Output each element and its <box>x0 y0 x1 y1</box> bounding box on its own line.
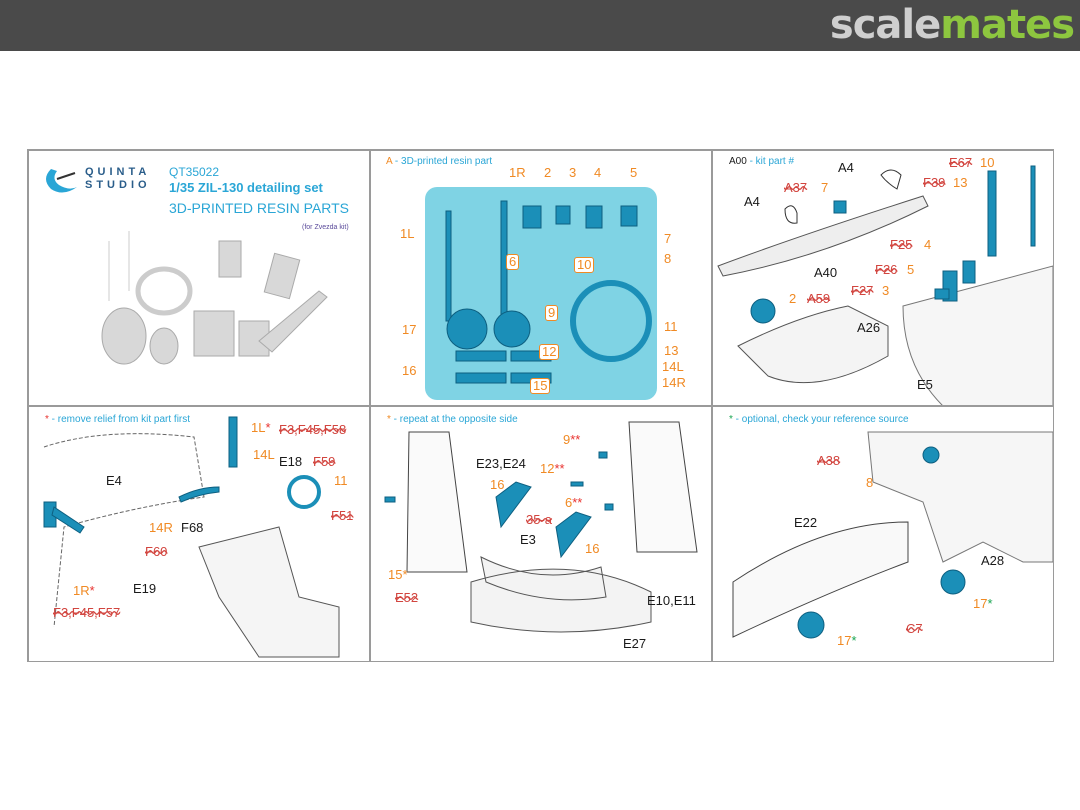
part-label: F39 <box>923 175 946 190</box>
part-label: 13 <box>953 175 968 190</box>
part-label: A37 <box>784 180 808 195</box>
part-label: 10 <box>980 155 995 170</box>
part-label: 14L <box>253 447 275 462</box>
part-label: 9** <box>563 432 581 447</box>
part-label: 9 <box>545 305 559 321</box>
part-label: E10,E11 <box>647 593 696 608</box>
part-label: E27 <box>623 636 647 651</box>
part-label: E23,E24 <box>476 456 526 471</box>
legend-kit-part: A00 - kit part # <box>729 156 795 167</box>
part-label: 3 <box>882 283 890 298</box>
part-label: 2 <box>789 291 797 306</box>
assembly-drawing <box>717 165 1053 405</box>
parts-render-image <box>101 231 328 365</box>
part-label: F3,F45,F58 <box>279 422 347 437</box>
product-name: 1/35 ZIL-130 detailing set <box>169 180 323 195</box>
part-label: 8 <box>866 475 874 490</box>
part-label: F68 <box>181 520 204 535</box>
part-label: 7 <box>821 180 829 195</box>
part-label: 14R <box>662 375 686 390</box>
part-label: A28 <box>981 553 1005 568</box>
part-label: 16 <box>490 477 505 492</box>
part-label: 6 <box>506 254 520 270</box>
part-label: 13 <box>664 343 679 358</box>
part-label: 4 <box>924 237 932 252</box>
part-label: E4 <box>106 473 122 488</box>
part-label: 15 <box>530 378 551 394</box>
part-label: 1R* <box>73 583 95 598</box>
panel-title: QUINTA STUDIO QT35022 1/35 ZIL-130 detai… <box>28 150 370 406</box>
kit-note: (for Zvezda kit) <box>302 224 349 231</box>
part-label: F60 <box>145 544 168 559</box>
scalemates-logo[interactable]: scalemates <box>829 2 1075 48</box>
part-label: 8 <box>664 251 672 266</box>
part-label: 16 <box>585 541 600 556</box>
part-label: 17* <box>837 633 857 648</box>
part-label: F26 <box>875 262 898 277</box>
part-label: E52 <box>395 590 419 605</box>
part-label: 12 <box>539 344 560 360</box>
legend-repeat: * - repeat at the opposite side <box>387 414 518 425</box>
part-label: 11 <box>664 319 678 334</box>
part-label: 11 <box>334 473 348 488</box>
part-label: E19 <box>133 581 157 596</box>
part-label: 14L <box>662 359 684 374</box>
part-label: F59 <box>313 454 336 469</box>
part-label: 15* <box>388 567 408 582</box>
part-label: A38 <box>817 453 841 468</box>
part-label: 7 <box>664 231 672 246</box>
part-label: A26 <box>857 320 881 335</box>
product-subtitle: 3D-PRINTED RESIN PARTS <box>169 200 349 216</box>
part-label: A4 <box>838 160 854 175</box>
part-label: 16 <box>402 363 417 378</box>
legend-resin: A - 3D-printed resin part <box>386 156 493 167</box>
panel-step-1: A00 - kit part # A4 A37 7 A4 E67 10 F39 … <box>712 150 1054 406</box>
part-label: E5 <box>917 377 933 392</box>
part-label: A40 <box>814 265 838 280</box>
part-label: E18 <box>279 454 303 469</box>
quinta-logo-icon <box>46 169 77 193</box>
panel-step-2: * - remove relief from kit part first 1L… <box>28 406 370 662</box>
part-label: 3 <box>569 165 577 180</box>
part-label: C7 <box>906 621 923 636</box>
part-label: E22 <box>794 515 818 530</box>
part-label: 6** <box>565 495 583 510</box>
instruction-sheet: QUINTA STUDIO QT35022 1/35 ZIL-130 detai… <box>27 149 1054 662</box>
legend-optional: * - optional, check your reference sourc… <box>729 414 909 425</box>
part-label: 17* <box>973 596 993 611</box>
part-label: 5 <box>907 262 915 277</box>
part-label: 1L <box>400 226 415 241</box>
part-label: 12** <box>540 461 565 476</box>
legend-remove-relief: * - remove relief from kit part first <box>45 414 191 425</box>
doors-drawing <box>384 421 698 633</box>
part-label: 1R <box>509 165 526 180</box>
part-label: A4 <box>744 194 760 209</box>
panel-resin-parts: A - 3D-printed resin part 1R 2 3 4 5 1L … <box>370 150 712 406</box>
grille-drawing <box>732 431 1053 639</box>
panel-step-4: * - optional, check your reference sourc… <box>712 406 1054 662</box>
part-label: 5 <box>630 165 638 180</box>
part-label: F27 <box>851 283 874 298</box>
brand-line1: QUINTA <box>85 166 151 178</box>
part-label: 17 <box>402 322 417 337</box>
part-label: F3,F45,F57 <box>53 605 121 620</box>
panel-step-3: * - repeat at the opposite side 9** E23,… <box>370 406 712 662</box>
part-label: 2 <box>544 165 552 180</box>
part-label: A59 <box>807 291 831 306</box>
part-label: 35-a <box>526 512 553 527</box>
product-code: QT35022 <box>169 165 220 179</box>
part-label: 4 <box>594 165 602 180</box>
part-label: E67 <box>949 155 973 170</box>
part-label: 10 <box>574 257 595 273</box>
site-header: scalemates <box>0 0 1080 51</box>
part-label: F51 <box>331 508 354 523</box>
part-label: 1L* <box>251 420 271 435</box>
part-label: 14R <box>149 520 173 535</box>
cab-drawing <box>43 416 340 658</box>
resin-parts-tray <box>425 187 657 400</box>
part-label: F25 <box>890 237 913 252</box>
brand-line2: STUDIO <box>85 179 151 191</box>
part-label: E3 <box>520 532 536 547</box>
